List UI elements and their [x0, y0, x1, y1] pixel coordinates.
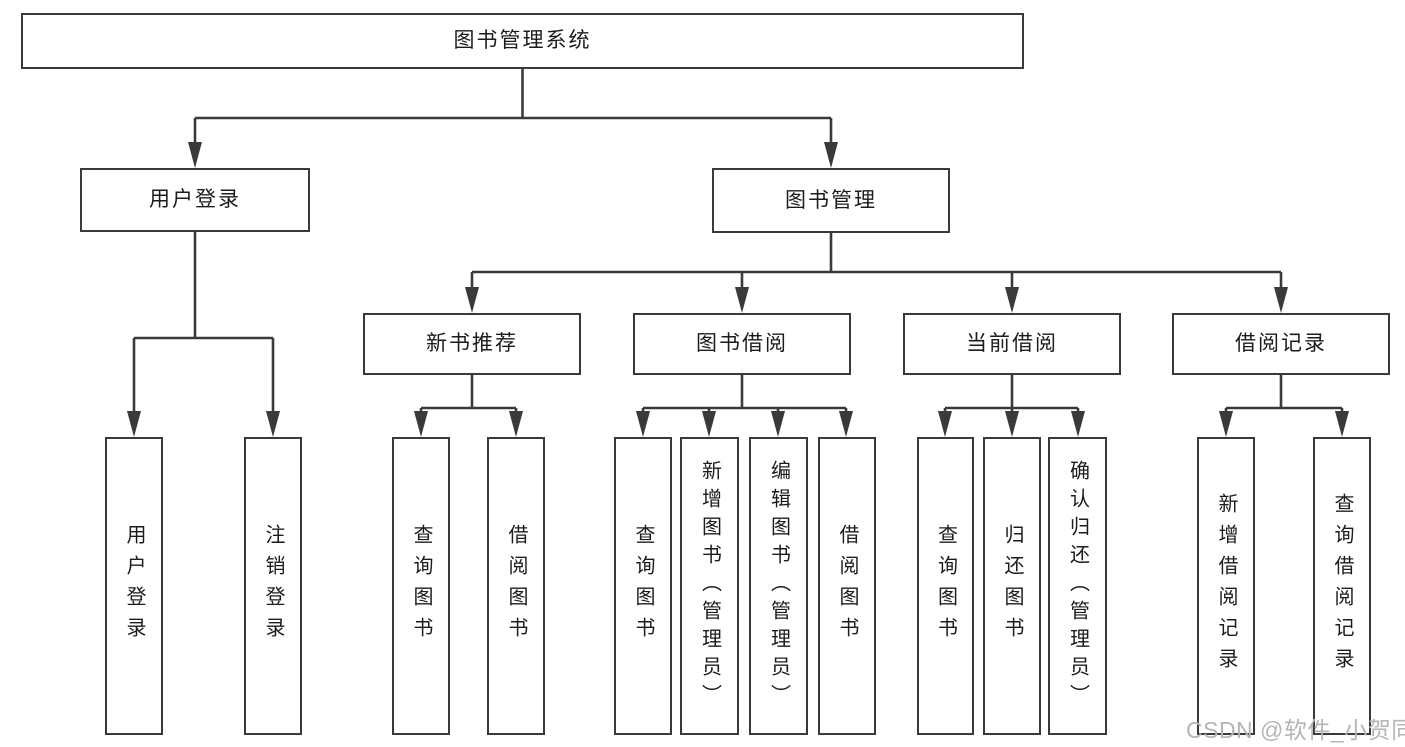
arrow-to-user-login	[188, 142, 202, 168]
arrow-to-borrowing-records	[1274, 287, 1288, 313]
arrow-to-leaf-search-2	[636, 411, 650, 437]
node-label: 编辑图书（管理员）	[767, 460, 790, 712]
arrow-to-book-borrowing	[735, 287, 749, 313]
leaf-edit-book-admin: 编辑图书（管理员）	[749, 437, 808, 735]
node-label: 注销登录	[262, 524, 284, 648]
node-current-borrowing: 当前借阅	[903, 313, 1121, 375]
connector-current-to-leaves	[943, 375, 1080, 413]
leaf-search-borrow-record: 查询借阅记录	[1313, 437, 1371, 735]
arrow-to-leaf-borrow-2	[839, 411, 853, 437]
arrow-to-leaf-confirm-return	[1071, 411, 1085, 437]
arrow-to-leaf-borrow-1	[509, 411, 523, 437]
node-label: 新增图书（管理员）	[698, 460, 721, 712]
arrow-to-new-book-recommendation	[465, 287, 479, 313]
leaf-add-borrow-record: 新增借阅记录	[1197, 437, 1255, 735]
leaf-user-login: 用户登录	[105, 437, 163, 735]
leaf-add-book-admin: 新增图书（管理员）	[680, 437, 739, 735]
leaf-search-books-1: 查询图书	[392, 437, 450, 735]
node-label: 图书管理系统	[453, 29, 592, 53]
node-label: 查询图书	[632, 524, 654, 648]
arrow-to-leaf-add-record	[1219, 411, 1233, 437]
connector-records-to-leaves	[1224, 375, 1344, 413]
node-label: 借阅图书	[505, 524, 527, 648]
node-label: 图书借阅	[696, 332, 788, 356]
node-label: 确认归还（管理员）	[1066, 460, 1089, 712]
arrow-to-leaf-search-record	[1335, 411, 1349, 437]
leaf-logout: 注销登录	[244, 437, 302, 735]
node-new-book-recommendation: 新书推荐	[363, 313, 581, 375]
leaf-search-books-3: 查询图书	[917, 437, 974, 735]
node-label: 用户登录	[123, 524, 145, 648]
node-library-system: 图书管理系统	[21, 13, 1024, 69]
leaf-search-books-2: 查询图书	[614, 437, 672, 735]
connector-bookmgmt-to-level3	[470, 233, 1283, 289]
arrow-to-leaf-search-1	[414, 411, 428, 437]
leaf-borrow-books-1: 借阅图书	[487, 437, 545, 735]
arrow-to-leaf-return	[1005, 411, 1019, 437]
connector-root-to-level2	[193, 69, 833, 144]
leaf-borrow-books-2: 借阅图书	[818, 437, 876, 735]
leaf-confirm-return-admin: 确认归还（管理员）	[1048, 437, 1107, 735]
arrow-to-leaf-search-3	[938, 411, 952, 437]
node-label: 查询借阅记录	[1331, 493, 1353, 679]
node-label: 用户登录	[149, 188, 241, 212]
node-user-login: 用户登录	[80, 168, 310, 232]
node-label: 借阅记录	[1235, 332, 1327, 356]
node-borrowing-records: 借阅记录	[1172, 313, 1390, 375]
node-label: 借阅图书	[836, 524, 858, 648]
arrow-to-leaf-user-login	[127, 411, 141, 437]
arrow-to-leaf-edit-book	[771, 411, 785, 437]
watermark-text: CSDN @软件_小贺同学	[1186, 717, 1405, 743]
node-label: 归还图书	[1001, 524, 1023, 648]
node-label: 图书管理	[785, 188, 877, 212]
node-label: 当前借阅	[966, 332, 1058, 356]
node-label: 查询图书	[410, 524, 432, 648]
connector-newbook-to-leaves	[419, 375, 518, 413]
node-label: 新增借阅记录	[1215, 493, 1237, 679]
node-label: 新书推荐	[426, 332, 518, 356]
node-label: 查询图书	[934, 524, 957, 648]
node-book-management: 图书管理	[712, 168, 950, 233]
connector-borrowing-to-leaves	[641, 375, 848, 413]
arrow-to-current-borrowing	[1005, 287, 1019, 313]
connector-userlogin-to-leaves	[132, 232, 275, 413]
arrow-to-book-management	[824, 142, 838, 168]
leaf-return-book: 归还图书	[983, 437, 1041, 735]
node-book-borrowing: 图书借阅	[633, 313, 851, 375]
arrow-to-leaf-logout	[266, 411, 280, 437]
arrow-to-leaf-add-book	[702, 411, 716, 437]
